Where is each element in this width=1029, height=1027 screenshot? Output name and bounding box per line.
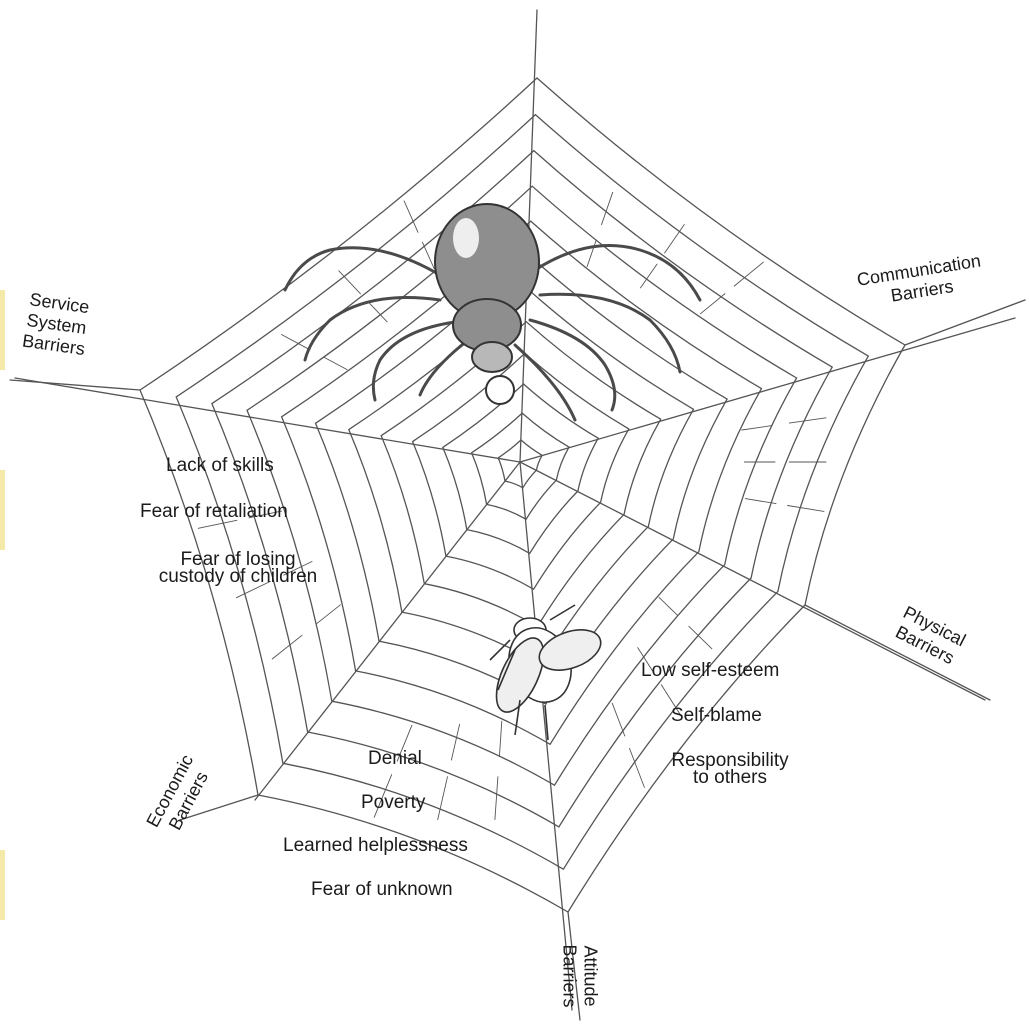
barrier-self-blame: Self-blame bbox=[671, 705, 762, 726]
barrier-low-self-esteem: Low self-esteem bbox=[641, 660, 779, 681]
barrier-poverty: Poverty bbox=[361, 792, 425, 813]
web-hatch bbox=[665, 225, 685, 254]
web-hatch bbox=[587, 240, 596, 267]
web-hatch bbox=[612, 703, 625, 736]
web-hatch bbox=[630, 748, 645, 787]
web-hatch bbox=[281, 335, 310, 350]
web-hatch bbox=[339, 271, 361, 294]
barrier-learned-helplessness: Learned helplessness bbox=[283, 835, 468, 856]
web-hatch bbox=[324, 357, 348, 370]
barrier-responsibility-to-others: Responsibility to others bbox=[645, 750, 815, 788]
web-anchor-thread bbox=[905, 300, 1025, 345]
barrier-fear-of-losing-custody: Fear of losing custody of children bbox=[133, 549, 343, 587]
web-anchor-thread bbox=[805, 605, 990, 700]
barrier-denial: Denial bbox=[368, 748, 422, 769]
web-hatch bbox=[451, 724, 459, 760]
web-hatch bbox=[438, 777, 448, 820]
web-hatch bbox=[499, 721, 501, 756]
barrier-fear-of-unknown: Fear of unknown bbox=[311, 879, 453, 900]
web-hatch bbox=[495, 777, 498, 820]
service-system-barriers-label: Service System Barriers bbox=[21, 289, 92, 360]
web-hatch bbox=[659, 597, 678, 615]
web-hatch bbox=[789, 418, 826, 423]
web-hatch bbox=[422, 242, 434, 268]
web-hatch bbox=[316, 605, 340, 624]
web-hatch bbox=[742, 426, 772, 430]
web-spoke bbox=[520, 318, 1015, 462]
web-hatch bbox=[700, 294, 725, 314]
attitude-barriers-label: Attitude Barriers bbox=[559, 944, 601, 1007]
barrier-fear-of-retaliation: Fear of retaliation bbox=[140, 501, 288, 522]
barrier-lack-of-skills: Lack of skills bbox=[166, 455, 274, 476]
web-hatch bbox=[689, 626, 712, 648]
web-hatch bbox=[788, 506, 825, 512]
web-hatch bbox=[272, 635, 302, 659]
